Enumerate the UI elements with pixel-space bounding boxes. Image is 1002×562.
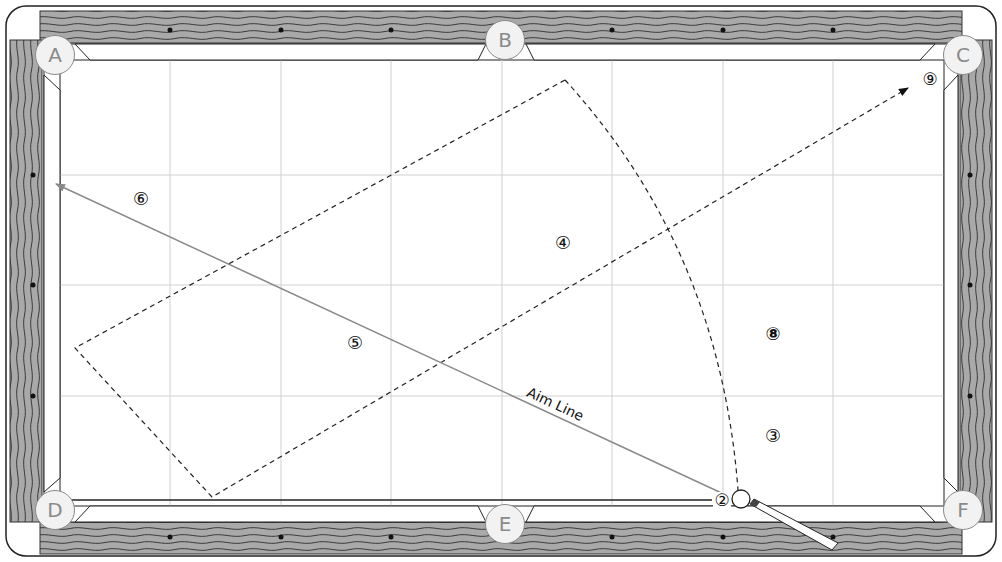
ball-number: ② (713, 492, 730, 509)
ball-number: ③ (764, 427, 782, 445)
pocket-letter: F (957, 500, 969, 520)
ball-number: ⑥ (132, 190, 150, 208)
pocket-circle: E (485, 504, 525, 544)
ball-number: ⑧ (764, 325, 781, 343)
pocket-circle: F (943, 490, 983, 530)
ball-number: ⑤ (346, 334, 364, 352)
pocket-letter: C (956, 45, 970, 65)
pocket-circle: A (35, 35, 75, 75)
pocket-circle: D (35, 490, 75, 530)
pocket-letter: D (47, 500, 62, 520)
pocket-letter: E (499, 514, 512, 534)
pocket-circle: C (943, 35, 983, 75)
pocket-letter: B (498, 30, 512, 50)
pocket-letter: A (48, 45, 62, 65)
ball-number: ④ (554, 234, 572, 252)
pocket-circle: B (485, 20, 525, 60)
ball-number: ⑨ (921, 71, 938, 88)
